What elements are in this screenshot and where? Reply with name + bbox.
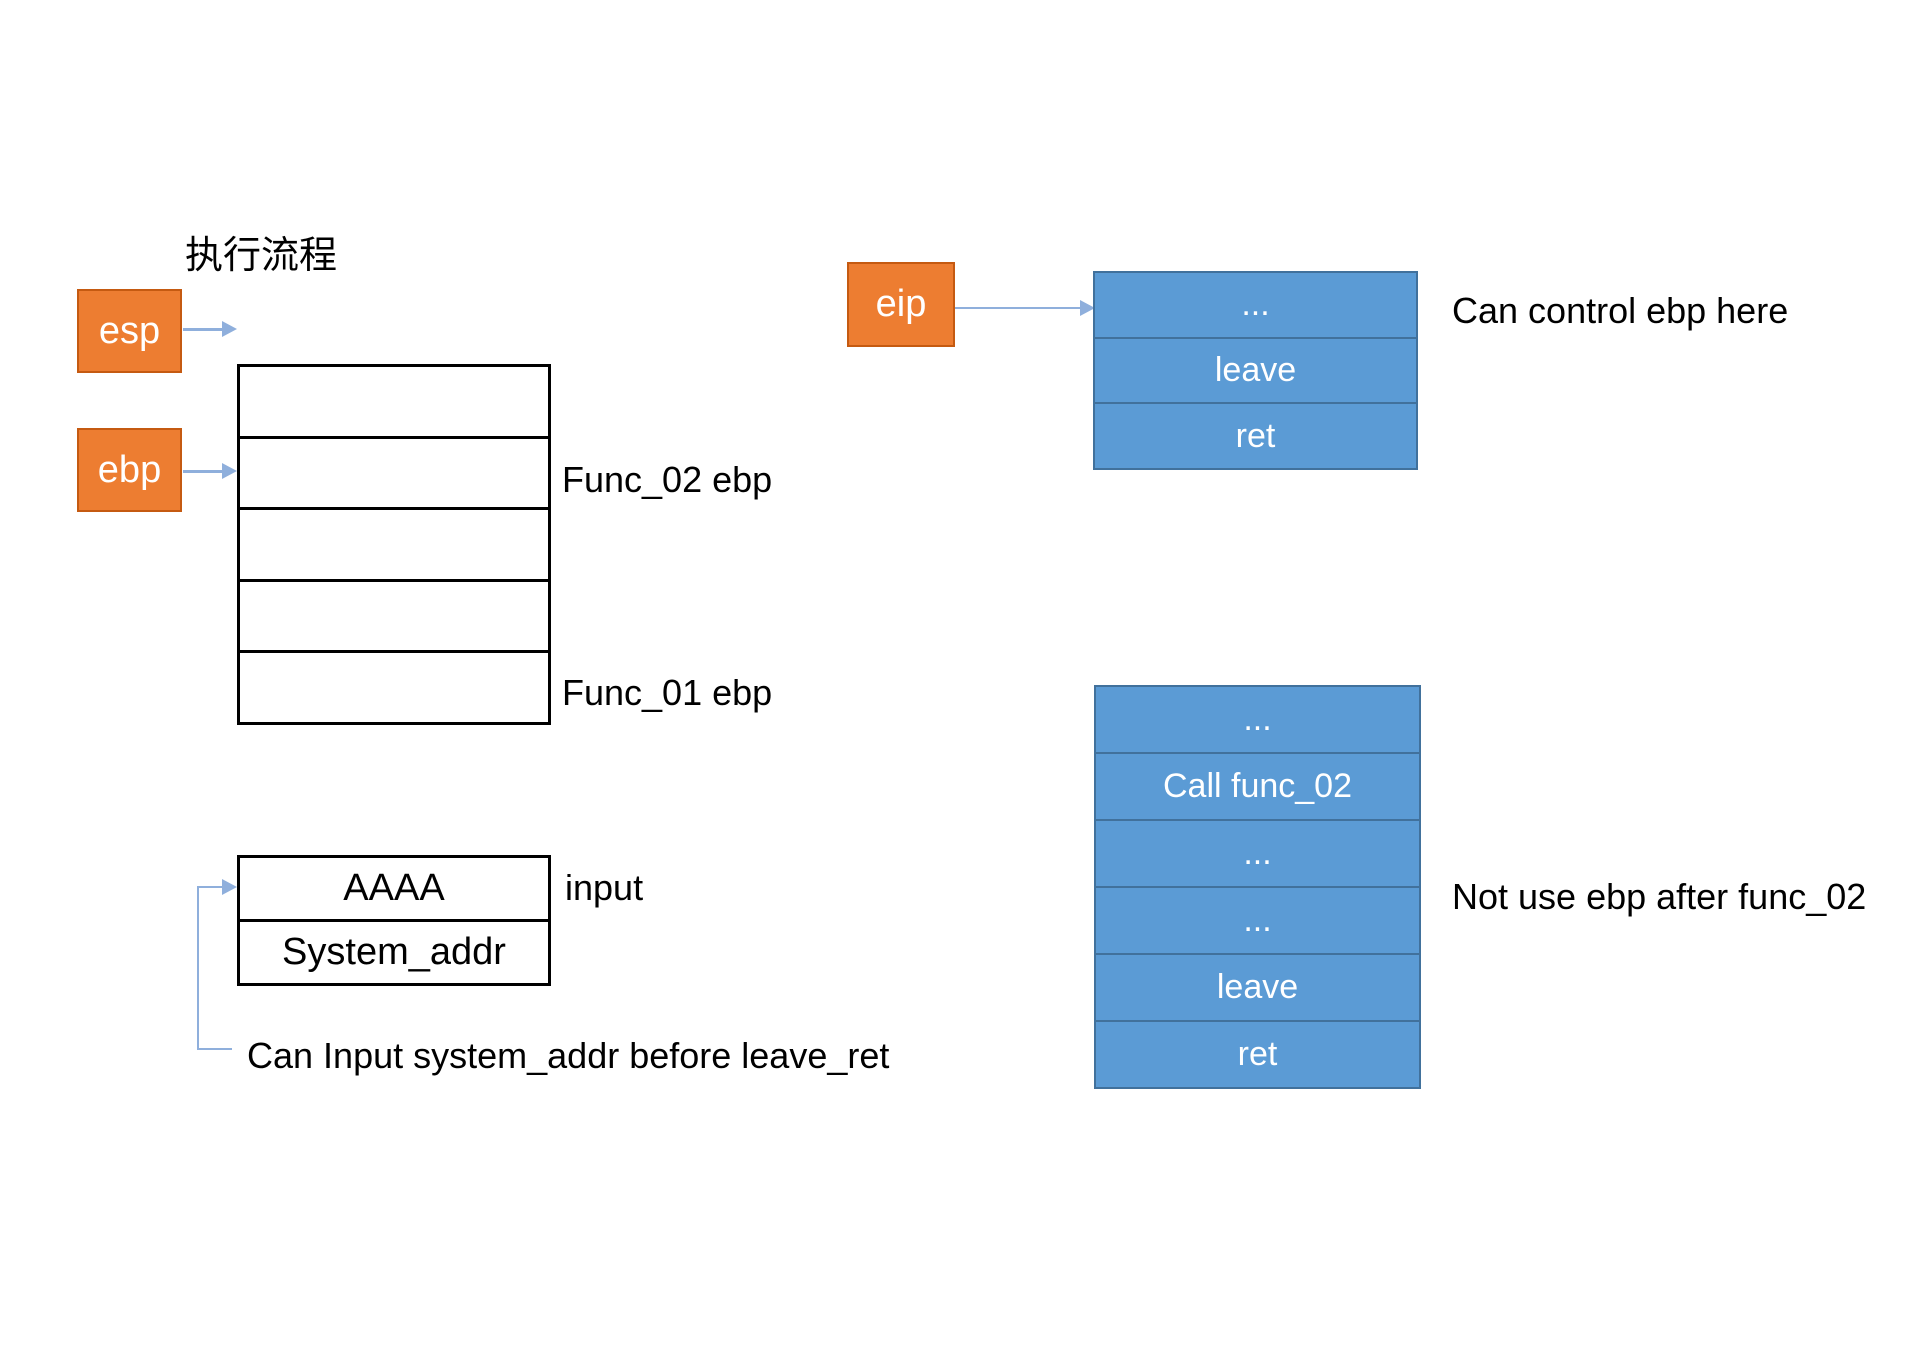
note-arrow-top-segment [197, 886, 225, 888]
stack-table [237, 364, 551, 725]
code-row: Call func_02 [1096, 754, 1419, 821]
esp-register-box: esp [77, 289, 182, 373]
page-title: 执行流程 [185, 235, 338, 277]
esp-arrow-line [183, 328, 224, 331]
code-row-ret: ret [1237, 1035, 1278, 1073]
code-row-call-func02: Call func_02 [1162, 767, 1352, 805]
esp-arrow-head-icon [222, 321, 237, 337]
eip-register-box: eip [847, 262, 955, 347]
ebp-arrow-line [183, 470, 224, 473]
input-row-aaaa-value: AAAA [343, 867, 445, 909]
not-use-ebp-note: Not use ebp after func_02 [1452, 876, 1867, 917]
can-control-ebp-note: Can control ebp here [1452, 290, 1789, 331]
note-arrow-head-icon [222, 879, 237, 895]
code-row: ... [1096, 888, 1419, 955]
input-row-aaaa: AAAA [240, 858, 548, 922]
eip-arrow-head-icon [1080, 300, 1095, 316]
input-label: input [565, 867, 644, 908]
input-row-system-addr-value: System_addr [282, 931, 506, 973]
code-row-leave: leave [1214, 351, 1297, 389]
input-table: AAAA System_addr [237, 855, 551, 986]
code-row-leave: leave [1216, 968, 1299, 1006]
func01-ebp-label: Func_01 ebp [562, 672, 773, 713]
code-row-ret: ret [1235, 416, 1276, 455]
code-row-ellipsis: ... [1243, 700, 1272, 738]
ebp-arrow-head-icon [222, 463, 237, 479]
func02-ebp-label: Func_02 ebp [562, 459, 773, 500]
code-row-ellipsis: ... [1241, 285, 1270, 324]
code-row: ... [1096, 821, 1419, 888]
ebp-register-label: ebp [97, 448, 162, 491]
code-block-bottom: ... Call func_02 ... ... leave ret [1094, 685, 1421, 1089]
input-row-system-addr: System_addr [240, 922, 548, 983]
code-row: ... [1096, 687, 1419, 754]
eip-register-label: eip [875, 283, 927, 325]
code-row-ellipsis: ... [1243, 834, 1272, 872]
code-row: leave [1096, 955, 1419, 1022]
code-block-top: ... leave ret [1093, 271, 1418, 470]
esp-register-label: esp [98, 309, 161, 352]
input-note: Can Input system_addr before leave_ret [247, 1035, 890, 1076]
stack-row [240, 367, 548, 439]
code-row-ellipsis: ... [1243, 901, 1272, 939]
code-row: ret [1096, 1022, 1419, 1087]
stack-row-func01-ebp [240, 653, 548, 722]
ebp-register-box: ebp [77, 428, 182, 512]
code-row: ret [1095, 404, 1416, 468]
stack-row [240, 510, 548, 582]
eip-arrow-line [955, 307, 1081, 309]
stack-row-func02-ebp [240, 439, 548, 511]
note-arrow-vertical-segment [197, 886, 199, 1050]
code-row: leave [1095, 339, 1416, 405]
note-arrow-bottom-segment [197, 1048, 232, 1050]
stack-row [240, 582, 548, 654]
code-row: ... [1095, 273, 1416, 339]
